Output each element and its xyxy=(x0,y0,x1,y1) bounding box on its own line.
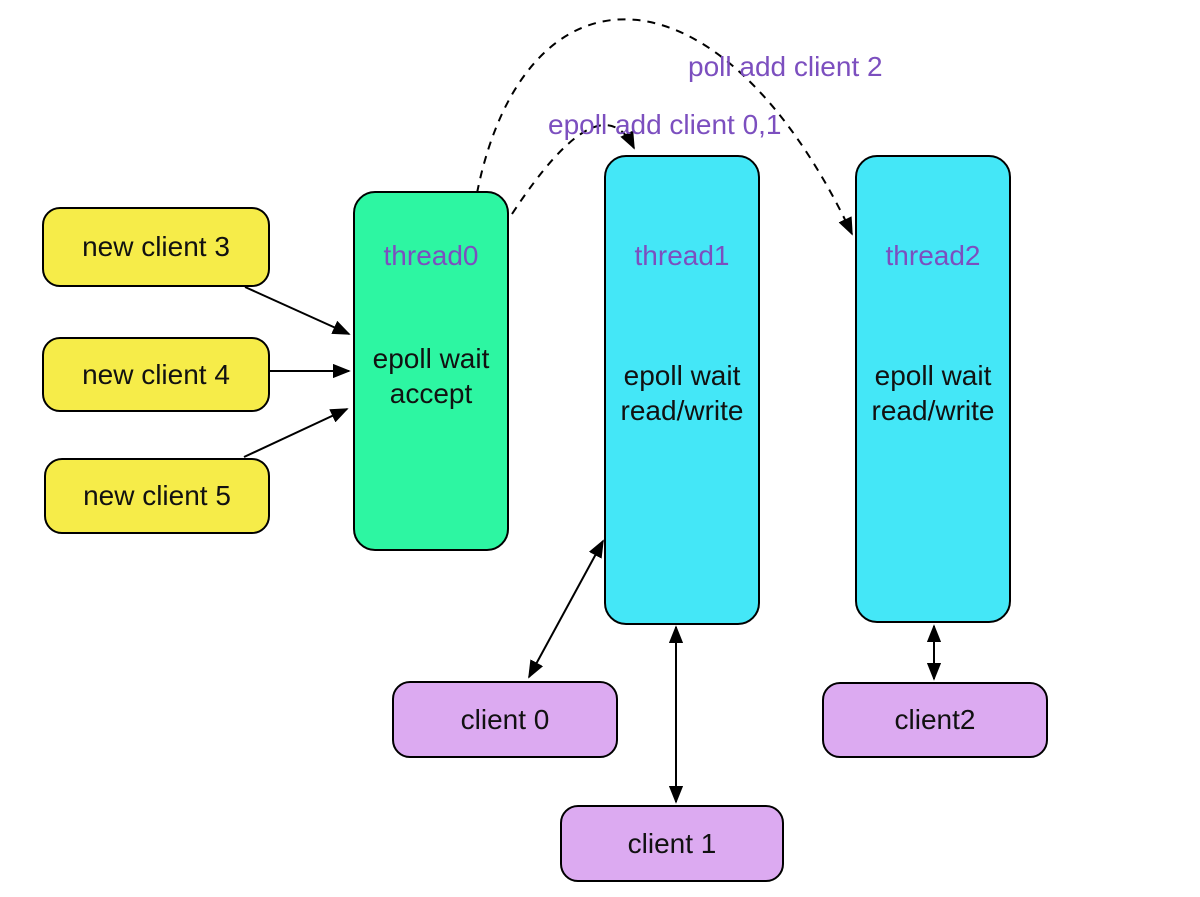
node-client-1-label: client 1 xyxy=(627,827,717,859)
annotation-epoll-add-client-0-1: epoll add client 0,1 xyxy=(548,109,782,140)
node-new-client-3: new client 3 xyxy=(42,207,270,287)
thread2-body-line1: epoll wait xyxy=(874,360,992,391)
node-thread0 xyxy=(353,191,509,551)
node-client-0-label: client 0 xyxy=(460,703,550,735)
annotation-poll-add-client-2: poll add client 2 xyxy=(688,51,883,82)
thread2-body: epoll wait read/write xyxy=(855,358,1011,428)
node-client-2-label: client2 xyxy=(894,704,976,735)
node-client-2: client2 xyxy=(822,682,1048,758)
thread0-body-line1: epoll wait xyxy=(372,343,490,374)
node-new-client-5-label: new client 5 xyxy=(83,480,231,511)
node-thread2 xyxy=(855,155,1011,623)
arrow-thread1-client0 xyxy=(528,539,604,679)
thread0-body: epoll wait accept xyxy=(353,341,509,411)
thread1-body-line1: epoll wait xyxy=(623,360,741,391)
node-new-client-3-label: new client 3 xyxy=(82,231,230,262)
node-client-0: client 0 xyxy=(392,681,618,758)
thread1-body: epoll wait read/write xyxy=(604,358,760,428)
thread1-title: thread1 xyxy=(634,240,730,271)
arrow-new-client-3-to-thread0 xyxy=(244,286,351,335)
node-new-client-4: new client 4 xyxy=(42,337,270,412)
thread2-title: thread2 xyxy=(885,240,981,271)
thread1-body-line2: read/write xyxy=(620,395,744,426)
arrow-new-client-5-to-thread0 xyxy=(243,408,349,458)
thread0-title: thread0 xyxy=(383,240,479,271)
node-new-client-5: new client 5 xyxy=(44,458,270,534)
node-new-client-4-label: new client 4 xyxy=(82,358,230,390)
node-thread1 xyxy=(604,155,760,625)
node-client-1: client 1 xyxy=(560,805,784,882)
thread0-body-line2: accept xyxy=(389,378,473,409)
thread2-body-line2: read/write xyxy=(871,395,995,426)
